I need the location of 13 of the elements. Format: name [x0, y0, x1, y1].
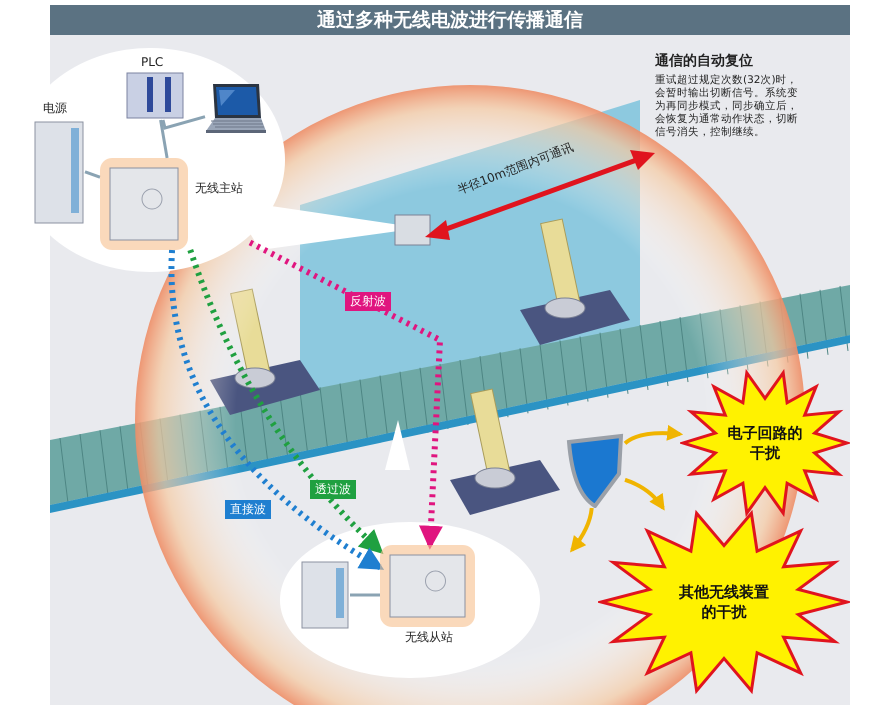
note-heading: 通信的自动复位: [655, 52, 753, 70]
node-label: 无线从站: [405, 629, 453, 646]
node-label: 无线主站: [195, 180, 243, 197]
dimension-label: 半径10m范围内可通讯: [455, 138, 576, 199]
burst-label: 电子回路的干扰: [726, 423, 804, 463]
burst-label: 其他无线装置的干扰: [678, 582, 770, 622]
node-label: 电源: [43, 100, 67, 117]
note-text: 重试超过规定次数(32次)时，会暂时输出切断信号。系统变为再同步模式，同步确立后，会恢复为通常动作状态，切断信号消失，控制继续。: [655, 74, 799, 139]
edge-label: 透过波: [310, 480, 356, 499]
title: 通过多种无线电波进行传播通信: [317, 8, 583, 33]
edge-label: 直接波: [225, 500, 271, 519]
node-label: PLC: [141, 55, 164, 69]
edge-label: 反射波: [345, 292, 391, 311]
